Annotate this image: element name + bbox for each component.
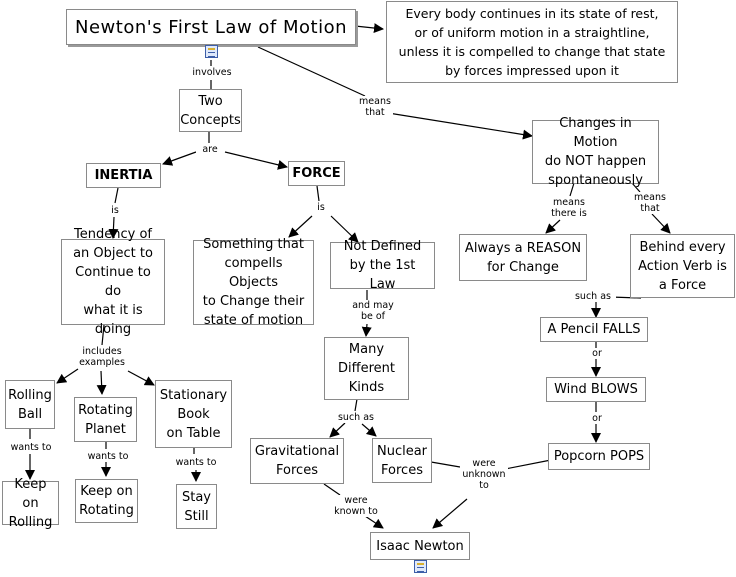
concept-nuclear-forces[interactable]: Nuclear Forces — [372, 438, 432, 483]
concept-rotating-planet[interactable]: Rotating Planet — [74, 397, 137, 442]
link-is: is — [311, 202, 331, 213]
connector-is-notdefined — [330, 215, 359, 243]
connector-are-force — [224, 151, 288, 170]
connector-are-inertia — [162, 151, 197, 166]
concept-something-that-compells[interactable]: Something that compells Objects to Chang… — [193, 237, 314, 328]
document-icon[interactable] — [414, 560, 427, 573]
connector-force-is — [316, 185, 320, 202]
link-means-that: means that — [628, 192, 672, 214]
connector-andmay-many — [361, 323, 372, 337]
link-or: or — [587, 348, 607, 359]
concept-stationary-book[interactable]: Stationary Book on Table — [155, 380, 232, 448]
link-are: are — [196, 144, 224, 155]
concept-wind-blows[interactable]: Wind BLOWS — [546, 377, 646, 402]
concept-keep-on-rolling[interactable]: Keep on Rolling — [2, 477, 59, 530]
connector-wereunknown-newton — [432, 498, 468, 529]
concept-pencil-falls[interactable]: A Pencil FALLS — [540, 317, 648, 342]
connector-is-tendency — [108, 216, 119, 239]
connector-newton-definition — [354, 23, 384, 34]
link-and-may-be-of: and may be of — [350, 300, 396, 322]
concept-stay-still[interactable]: Stay Still — [176, 484, 217, 529]
link-is: is — [105, 205, 125, 216]
connector-includes-rolling — [56, 368, 79, 384]
link-or: or — [587, 413, 607, 424]
concept-always-a-reason[interactable]: Always a REASON for Change — [459, 234, 587, 281]
concept-changes-in-motion[interactable]: Changes in Motion do NOT happen spontane… — [532, 116, 659, 188]
connector-tendency-includes — [101, 324, 105, 346]
connector-changes-meansthat — [631, 182, 641, 193]
connector-many-suchas — [354, 398, 358, 412]
concept-not-defined[interactable]: Not Defined by the 1st Law — [330, 239, 435, 292]
concept-definition[interactable]: Every body continues in its state of res… — [386, 1, 678, 83]
link-includes-examples: includes examples — [70, 346, 134, 368]
concept-tendency[interactable]: Tendency of an Object to Continue to do … — [61, 227, 165, 337]
connector-suchas-gravitational — [329, 422, 346, 438]
connector-popcorn-wereunknown — [499, 459, 552, 471]
link-were-unknown-to: were unknown to — [460, 458, 508, 491]
link-means-there-is: means there is — [543, 197, 595, 219]
concept-behind-every-action-verb[interactable]: Behind every Action Verb is a Force — [630, 234, 735, 298]
concept-keep-on-rotating[interactable]: Keep on Rotating — [75, 479, 138, 523]
concept-isaac-newton[interactable]: Isaac Newton — [370, 532, 470, 560]
connector-nuclear-wereunknown — [430, 461, 461, 468]
concept-newtons-first-law[interactable]: Newton's First Law of Motion — [66, 9, 356, 45]
concept-popcorn-pops[interactable]: Popcorn POPS — [548, 443, 650, 470]
connector-meansthat-changes — [381, 111, 533, 140]
link-were-known-to: were known to — [330, 495, 382, 517]
connector-suchas-nuclear — [361, 423, 377, 437]
connector-is-something — [288, 215, 313, 238]
connector-changes-meansthereis — [569, 182, 575, 197]
link-wants-to: wants to — [172, 457, 220, 468]
link-such-as: such as — [333, 412, 379, 423]
concept-gravitational-forces[interactable]: Gravitational Forces — [250, 438, 344, 484]
connector-includes-stationary — [127, 370, 155, 386]
link-wants-to: wants to — [84, 451, 132, 462]
connector-includes-rotating — [96, 370, 107, 395]
link-means-that: means that — [357, 96, 393, 118]
concept-rolling-ball[interactable]: Rolling Ball — [5, 380, 55, 429]
connector-meansthat-behind — [651, 213, 671, 234]
concept-inertia[interactable]: INERTIA — [86, 163, 161, 188]
connector-inertia-is — [114, 187, 119, 204]
link-wants-to: wants to — [7, 442, 55, 453]
concept-many-different-kinds[interactable]: Many Different Kinds — [324, 337, 409, 400]
document-icon[interactable] — [205, 45, 218, 58]
connector-wereknown-newton — [364, 515, 384, 529]
connector-gravitational-wereknown — [323, 483, 341, 496]
link-involves: involves — [185, 67, 239, 78]
connector-newton-meansthat — [257, 46, 366, 97]
concept-force[interactable]: FORCE — [288, 161, 345, 186]
connector-meansthereis-always — [545, 219, 561, 234]
concept-two-concepts[interactable]: Two Concepts — [179, 89, 242, 132]
link-such-as: such as — [570, 291, 616, 302]
